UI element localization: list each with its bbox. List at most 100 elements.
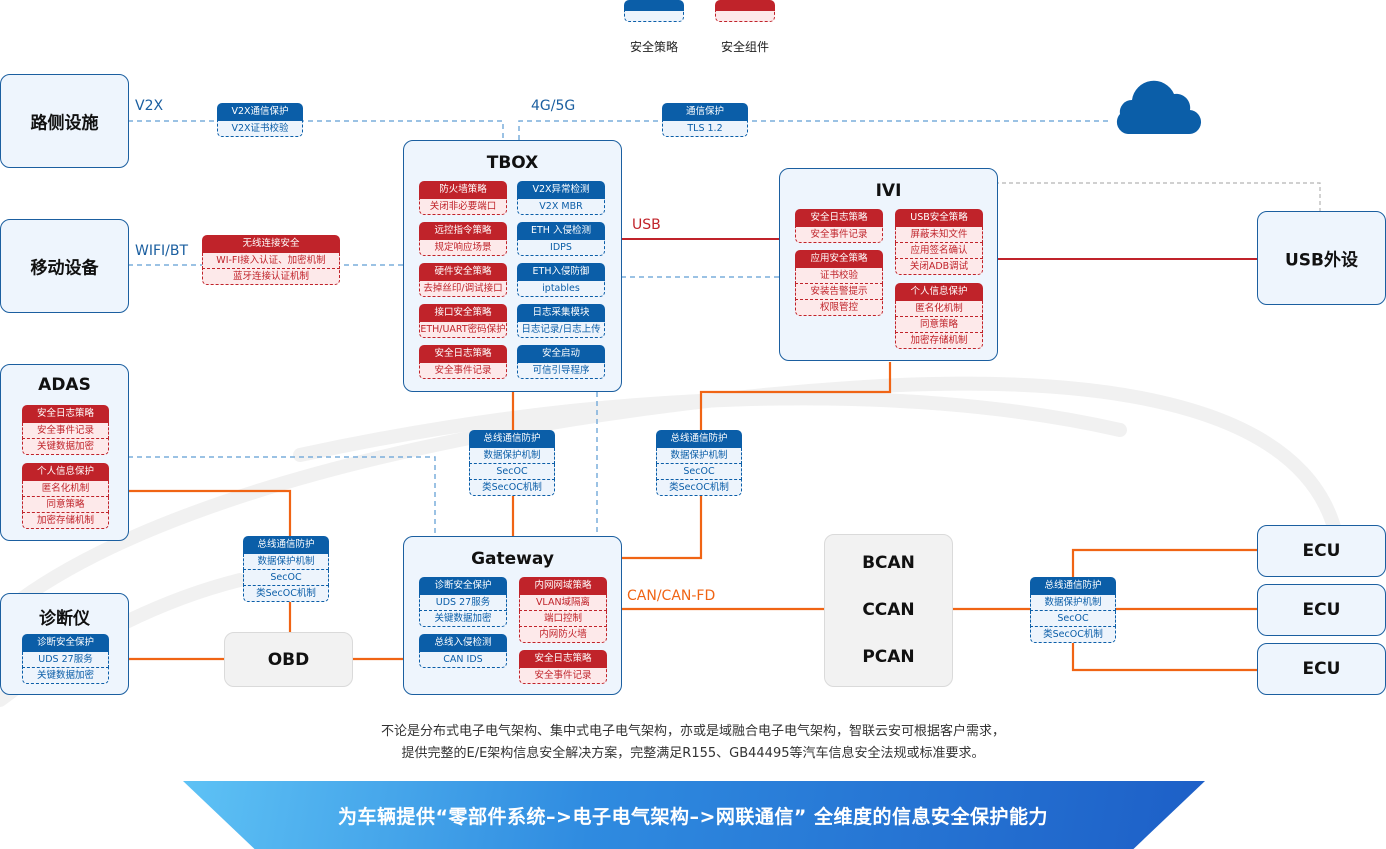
card-item: 安全事件记录 xyxy=(419,363,507,379)
node-title: USB外设 xyxy=(1284,250,1358,271)
tbox-node[interactable]: TBOX 防火墙策略关闭非必要端口远控指令策略规定响应场景硬件安全策略去掉丝印/… xyxy=(403,140,622,392)
card-item: TLS 1.2 xyxy=(662,121,748,137)
card-title: USB安全策略 xyxy=(895,209,983,227)
description-line-2: 提供完整的E/E架构信息安全解决方案，完整满足R155、GB44495等汽车信息… xyxy=(401,746,985,761)
card-title: 远控指令策略 xyxy=(419,222,507,240)
card-item: UDS 27服务 xyxy=(22,652,109,668)
card-item: V2X证书校验 xyxy=(217,121,303,137)
card-item: WI-FI接入认证、加密机制 xyxy=(202,253,340,269)
card-item: 安全事件记录 xyxy=(519,668,607,684)
card-title: 个人信息保护 xyxy=(895,283,983,301)
ecu-node-3[interactable]: ECU xyxy=(1257,643,1386,695)
node-title: Gateway xyxy=(471,549,554,569)
node-title: ECU xyxy=(1302,659,1341,679)
mobile-node[interactable]: 移动设备 xyxy=(0,219,129,313)
card-item: 端口控制 xyxy=(519,611,607,627)
adas-log-card: 安全日志策略 安全事件记录 关键数据加密 xyxy=(22,405,109,455)
card-item: 安装告警提示 xyxy=(795,284,883,300)
ivi-node[interactable]: IVI 安全日志策略 安全事件记录 应用安全策略 证书校验 安装告警提示 权限管… xyxy=(779,168,998,361)
card-title: 安全日志策略 xyxy=(22,405,109,423)
card-item: ETH/UART密码保护 xyxy=(419,322,507,338)
legend-policy-label: 安全策略 xyxy=(629,40,678,54)
card-title: 总线通信防护 xyxy=(656,430,742,448)
card-title: 诊断安全保护 xyxy=(419,577,507,595)
legend-policy-swatch xyxy=(624,0,684,22)
card-title: 接口安全策略 xyxy=(419,304,507,322)
card-item: 关闭非必要端口 xyxy=(419,199,507,215)
node-title: 诊断仪 xyxy=(39,609,90,629)
usb-device-node[interactable]: USB外设 xyxy=(1257,211,1386,305)
card-item: 匿名化机制 xyxy=(22,481,109,497)
node-title: ECU xyxy=(1302,600,1341,620)
node-title: 路侧设施 xyxy=(30,113,99,134)
card-title: 安全日志策略 xyxy=(519,650,607,668)
card-item: 数据保护机制 xyxy=(656,448,742,464)
card-item: 类SecOC机制 xyxy=(1030,627,1116,643)
adas-gateway-link xyxy=(128,456,436,536)
node-title: ADAS xyxy=(38,375,91,395)
diag-card: 诊断安全保护 UDS 27服务 关键数据加密 xyxy=(22,634,109,684)
usb-label: USB xyxy=(632,217,661,233)
4g5g-label: 4G/5G xyxy=(531,98,576,114)
ivi-app-card: 应用安全策略 证书校验 安装告警提示 权限管控 xyxy=(795,250,883,316)
card-item: 数据保护机制 xyxy=(243,554,329,570)
wifi-bt-label: WIFI/BT xyxy=(135,243,189,259)
card-title: 应用安全策略 xyxy=(795,250,883,268)
node-title: IVI xyxy=(875,181,902,201)
gateway-ids-card: 总线入侵检测 CAN IDS xyxy=(419,634,507,668)
card-title: 硬件安全策略 xyxy=(419,263,507,281)
ecu-node-2[interactable]: ECU xyxy=(1257,584,1386,636)
card-title: V2X异常检测 xyxy=(517,181,605,199)
roadside-node[interactable]: 路侧设施 xyxy=(0,74,129,168)
card-item: 安全事件记录 xyxy=(795,227,883,243)
card-item: 同意策略 xyxy=(22,497,109,513)
card-item: 屏蔽未知文件 xyxy=(895,227,983,243)
card-item: 加密存储机制 xyxy=(22,513,109,529)
card-item: 关键数据加密 xyxy=(22,668,109,684)
v2x-protect-card: V2X通信保护 V2X证书校验 xyxy=(217,103,303,137)
tbox-component-card: 防火墙策略关闭非必要端口 xyxy=(419,181,507,215)
node-title: OBD xyxy=(267,649,310,670)
usb-ivi-dashed-link xyxy=(936,182,1321,212)
bcan-label: BCAN xyxy=(862,553,915,573)
card-item: 数据保护机制 xyxy=(1030,595,1116,611)
card-item: 证书校验 xyxy=(795,268,883,284)
node-title: TBOX xyxy=(486,153,539,173)
legend-component-swatch xyxy=(715,0,775,22)
node-title: ECU xyxy=(1302,541,1341,561)
tbox-component-card: 硬件安全策略去掉丝印/调试接口 xyxy=(419,263,507,297)
card-item: 规定响应场景 xyxy=(419,240,507,256)
banner-background xyxy=(183,781,1205,849)
card-title: ETH入侵防御 xyxy=(517,263,605,281)
banner-text: 为车辆提供“零部件系统–>电子电气架构–>网联通信” 全维度的信息安全保护能力 xyxy=(338,805,1048,828)
card-title: ETH 入侵检测 xyxy=(517,222,605,240)
card-item: UDS 27服务 xyxy=(419,595,507,611)
obd-node[interactable]: OBD xyxy=(224,632,353,687)
ecu-node-1[interactable]: ECU xyxy=(1257,525,1386,577)
card-item: 类SecOC机制 xyxy=(243,586,329,602)
ivi-log-card: 安全日志策略 安全事件记录 xyxy=(795,209,883,243)
gateway-node[interactable]: Gateway 诊断安全保护 UDS 27服务 关键数据加密 总线入侵检测 CA… xyxy=(403,536,622,695)
adas-node[interactable]: ADAS 安全日志策略 安全事件记录 关键数据加密 个人信息保护 匿名化机制 同… xyxy=(0,364,129,541)
tbox-policy-card: 安全启动可信引导程序 xyxy=(517,345,605,379)
can-bus-node[interactable]: BCAN CCAN PCAN xyxy=(824,534,953,687)
g45-link xyxy=(518,120,1112,140)
card-title: 安全启动 xyxy=(517,345,605,363)
card-title: 总线通信防护 xyxy=(1030,577,1116,595)
card-item: V2X MBR xyxy=(517,199,605,215)
v2x-label: V2X xyxy=(135,98,164,114)
card-title: 总线通信防护 xyxy=(243,536,329,554)
adas-privacy-card: 个人信息保护 匿名化机制 同意策略 加密存储机制 xyxy=(22,463,109,529)
gateway-diag-card: 诊断安全保护 UDS 27服务 关键数据加密 xyxy=(419,577,507,627)
diag-tool-node[interactable]: 诊断仪 诊断安全保护 UDS 27服务 关键数据加密 xyxy=(0,593,129,695)
wireless-card: 无线连接安全 WI-FI接入认证、加密机制 蓝牙连接认证机制 xyxy=(202,235,340,285)
card-item: 加密存储机制 xyxy=(895,333,983,349)
card-item: 内网防火墙 xyxy=(519,627,607,643)
card-item: 关键数据加密 xyxy=(22,439,109,455)
ivi-gateway-bus xyxy=(621,362,892,560)
card-item: 关键数据加密 xyxy=(419,611,507,627)
